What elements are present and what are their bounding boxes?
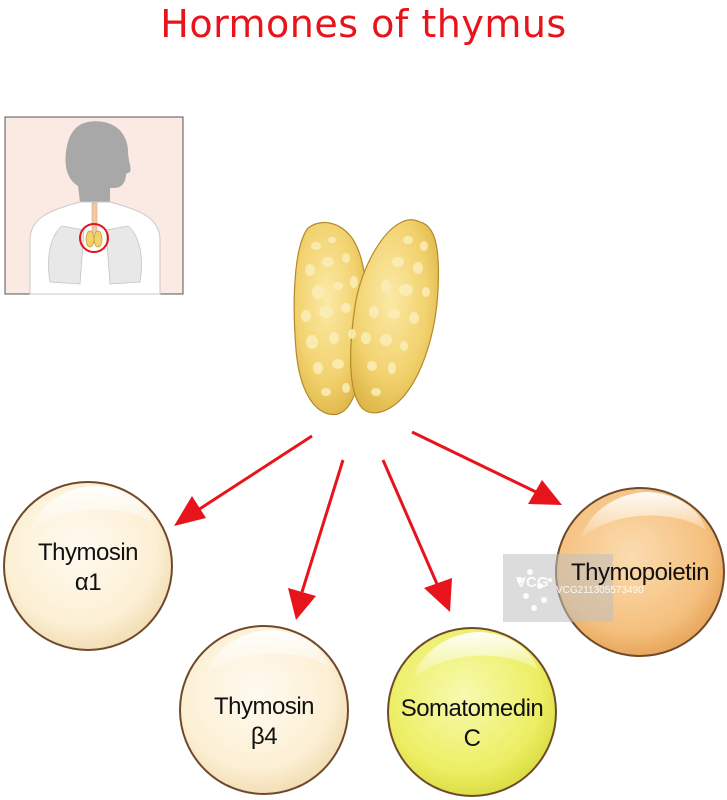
- label-line2: C: [463, 725, 481, 752]
- arrow-to-thymosin-beta4: [288, 459, 345, 620]
- arrow-to-somatomedin-c: [381, 459, 452, 612]
- hormone-circle-thymosin-beta4: [179, 625, 349, 795]
- label-line1: Thymopoietin: [570, 559, 710, 586]
- label-line1: Thymosin: [213, 693, 315, 720]
- arrows: [174, 430, 562, 620]
- diagram-title: Hormones of thymus: [160, 2, 567, 46]
- watermark-code: VCG211305573490: [556, 585, 644, 596]
- label-line1: Somatomedin: [400, 695, 544, 722]
- label-thymosin-alpha1: Thymosin α1: [8, 538, 168, 598]
- label-thymopoietin: Thymopoietin: [560, 558, 720, 588]
- arrow-to-thymosin-alpha1: [174, 434, 313, 526]
- hormone-circle-somatomedin-c: [387, 627, 557, 797]
- label-line1: Thymosin: [37, 539, 139, 566]
- hormone-circle-thymosin-alpha1: [3, 481, 173, 651]
- watermark-brand: VCG: [516, 574, 549, 591]
- label-somatomedin-c: Somatomedin C: [388, 694, 556, 754]
- label-line2: β4: [250, 723, 278, 750]
- thymus-location-marker: [79, 223, 109, 253]
- watermark: [503, 554, 613, 622]
- watermark-logo-icon: [517, 569, 552, 611]
- thymus-gland: [293, 219, 440, 416]
- person-head-icon: [65, 121, 131, 202]
- person-torso-icon: [29, 201, 161, 295]
- body-inset: [4, 116, 184, 295]
- arrow-to-thymopoietin: [411, 430, 562, 505]
- label-thymosin-beta4: Thymosin β4: [184, 692, 344, 752]
- label-line2: α1: [74, 569, 102, 596]
